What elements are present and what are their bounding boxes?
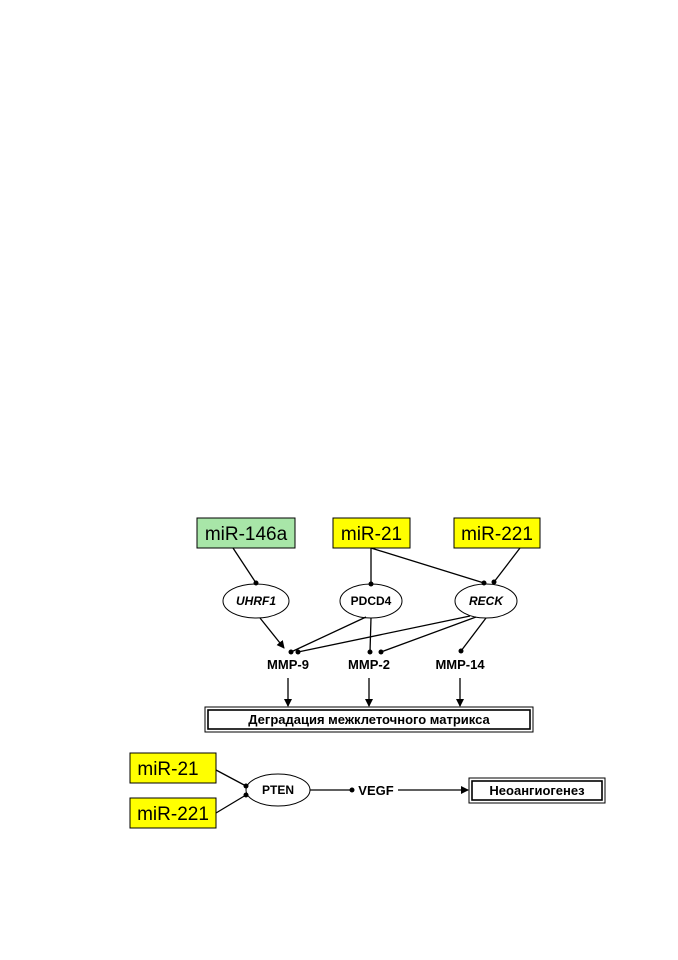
mir221-top-box: miR-221 — [453, 517, 541, 549]
inhibit-dot — [253, 580, 259, 586]
pdcd4-node: PDCD4 — [339, 583, 403, 619]
mir146a-box: miR-146a — [196, 517, 296, 549]
edge-reck-mmp14 — [460, 617, 487, 652]
ecm-degradation-label: Деградация межклеточного матрикса — [248, 712, 490, 727]
mmp2-label: MMP-2 — [348, 657, 390, 672]
edge-uhrf1-mmp9 — [259, 617, 285, 649]
edge-mir21-pten — [215, 769, 247, 787]
vegf-label: VEGF — [358, 783, 393, 798]
inhibit-dot — [491, 579, 497, 585]
pdcd4-label: PDCD4 — [351, 594, 392, 608]
mir221-bottom-label: miR-221 — [137, 804, 209, 825]
mir21-bottom-box: miR-21 — [129, 752, 217, 784]
inhibit-dot — [378, 649, 384, 655]
edge-pdcd4-mmp9 — [290, 616, 367, 653]
edge-mir21-reck — [370, 547, 485, 584]
uhrf1-node: UHRF1 — [222, 583, 290, 619]
neoangiogenesis-box: Неоангиогенез — [468, 777, 606, 804]
mir21-bottom-label: miR-21 — [137, 759, 198, 780]
edge-pdcd4-mmp2 — [369, 617, 372, 653]
mir21-top-label: miR-21 — [341, 524, 402, 545]
mmp-outcome-edges — [284, 678, 464, 707]
mir21-top-box: miR-21 — [332, 517, 411, 549]
mir221-bottom-box: miR-221 — [129, 797, 217, 829]
uhrf1-label: UHRF1 — [236, 594, 276, 608]
pten-node: PTEN — [245, 773, 311, 807]
mir221-top-label: miR-221 — [461, 524, 533, 545]
inhibit-dot — [349, 787, 355, 793]
inhibit-dot — [368, 581, 374, 587]
ecm-degradation-box: Деградация межклеточного матрикса — [204, 706, 534, 733]
inhibit-dot — [295, 649, 301, 655]
pten-label: PTEN — [262, 783, 294, 797]
inhibit-dot — [243, 783, 249, 789]
reck-node: RECK — [454, 583, 518, 619]
mirna-target-edges — [232, 547, 521, 587]
bottom-edges — [215, 769, 469, 814]
neoangiogenesis-label: Неоангиогенез — [489, 783, 585, 798]
mmp14-label: MMP-14 — [435, 657, 485, 672]
edge-mir146a-uhrf1 — [232, 547, 257, 584]
edge-mir221-reck — [493, 547, 521, 583]
inhibit-dot — [458, 648, 464, 654]
reck-label: RECK — [469, 594, 504, 608]
edge-mir221-pten — [215, 794, 247, 814]
inhibit-dot — [367, 649, 373, 655]
target-mmp-edges — [259, 615, 487, 655]
edge-reck-mmp9 — [297, 615, 471, 653]
mmp9-label: MMP-9 — [267, 657, 309, 672]
inhibit-dot — [288, 649, 294, 655]
mir146a-label: miR-146a — [205, 524, 288, 545]
inhibit-dot — [243, 792, 249, 798]
edge-reck-mmp2 — [380, 616, 477, 653]
inhibit-dot — [481, 580, 487, 586]
